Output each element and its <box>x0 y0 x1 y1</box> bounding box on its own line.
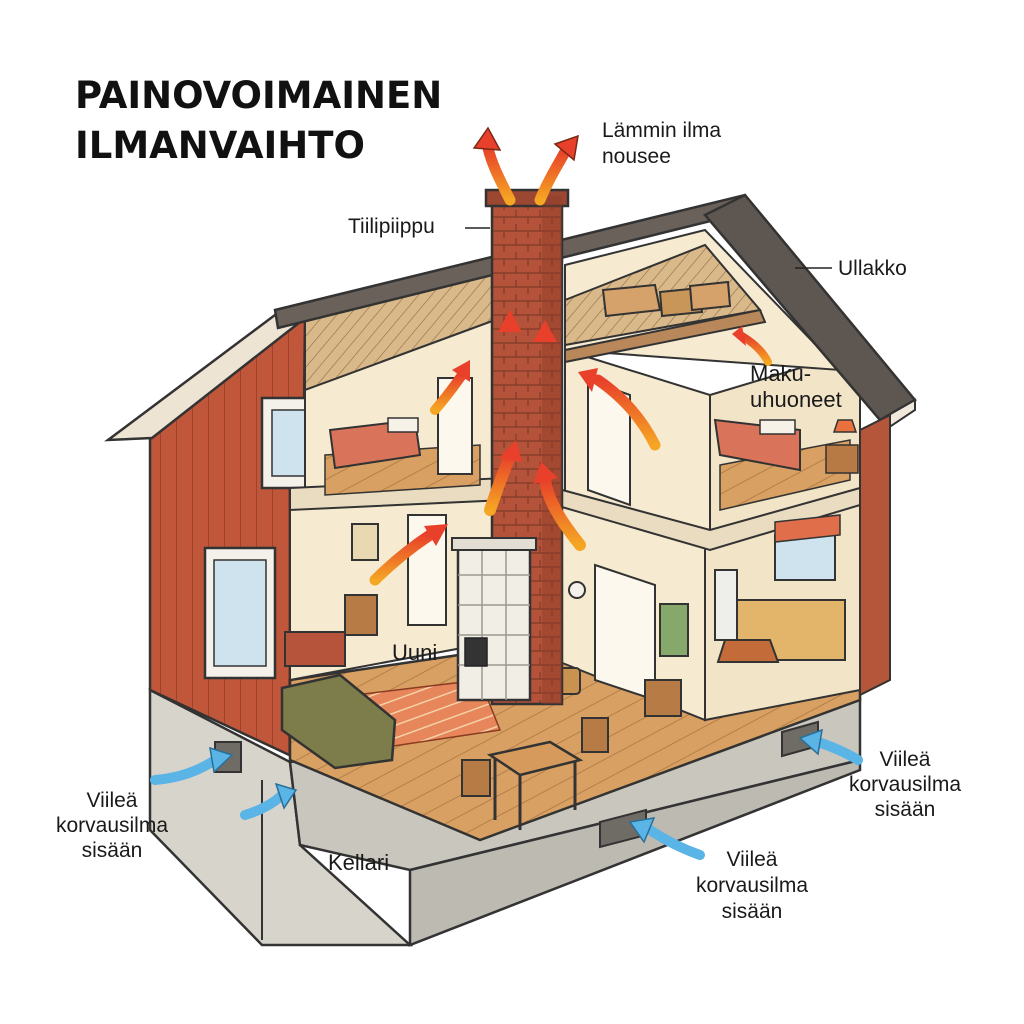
intake-bottom-line-3: sisään <box>722 900 783 923</box>
cool-air-arrows <box>150 728 863 860</box>
intake-right-line-3: sisään <box>875 798 936 821</box>
attic-label: Ullakko <box>838 257 907 280</box>
intake-left-line-2: korvausilma <box>56 814 168 837</box>
cellar-label: Kellari <box>328 850 389 875</box>
bedrooms-label-line-2: uhuoneet <box>750 387 842 412</box>
stove-door <box>464 637 488 667</box>
attic <box>273 193 917 697</box>
stove-label: Uuni <box>392 640 437 665</box>
sofa <box>280 673 397 770</box>
chest <box>284 631 346 667</box>
title-line-1: PAINOVOIMAINEN <box>75 74 442 117</box>
intake-right-line-1: Viileä <box>880 748 931 771</box>
kitchen <box>714 514 846 663</box>
bedrooms-label-line-1: Maku- <box>750 361 811 386</box>
intake-left-line-1: Viileä <box>87 789 138 812</box>
intake-left-line-3: sisään <box>82 839 143 862</box>
intake-right-line-2: korvausilma <box>849 773 961 796</box>
intake-bottom-line-2: korvausilma <box>696 874 808 897</box>
title-line-2: ILMANVAIHTO <box>75 124 365 167</box>
chimney-label: Tiilipiippu <box>348 215 435 238</box>
attic-box <box>601 283 662 318</box>
tiled-stove <box>451 537 537 702</box>
warm-air-label-line-1: Lämmin ilma <box>602 119 721 142</box>
kitchen-window <box>774 534 836 581</box>
leader-lines <box>465 227 832 269</box>
warm-air-label-line-2: nousee <box>602 145 671 168</box>
warm-air-arrows <box>369 126 772 586</box>
exterior-wall-left <box>103 313 326 762</box>
dining-table <box>486 740 584 777</box>
intake-bottom-line-1: Viileä <box>727 848 778 871</box>
